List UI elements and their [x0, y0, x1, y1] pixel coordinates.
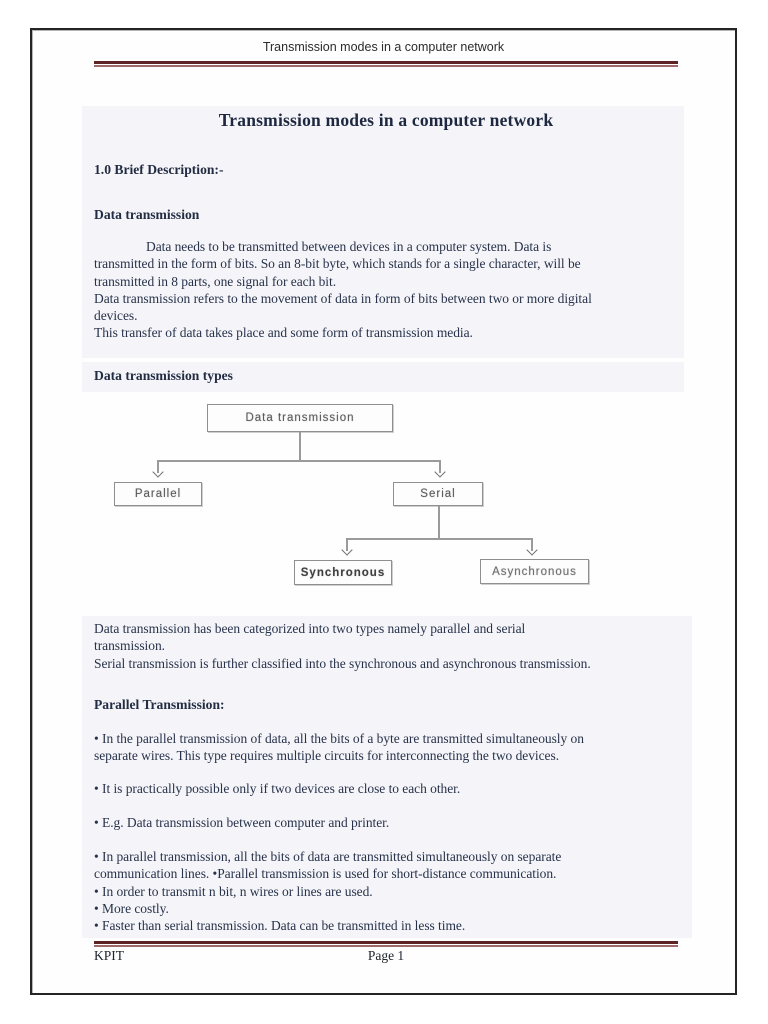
paragraph-line: transmitted in 8 parts, one signal for e… — [94, 273, 337, 289]
bullet-line: • E.g. Data transmission between compute… — [94, 815, 390, 830]
footer-rule — [94, 941, 678, 947]
background-tint — [82, 616, 692, 938]
footer-rule-thin-line — [94, 945, 678, 947]
paragraph-line: Data transmission has been categorized i… — [94, 621, 526, 636]
paragraph-data-transmission: Data needs to be transmitted between dev… — [94, 238, 684, 342]
arrow-down-icon — [341, 544, 353, 556]
footer-company: KPIT — [94, 948, 124, 963]
background-tint — [82, 362, 684, 392]
document-page: Transmission modes in a computer network… — [30, 28, 737, 995]
heading-data-transmission: Data transmission — [94, 207, 200, 222]
header-rule-thin-line — [94, 65, 678, 67]
footer-page-number: Page 1 — [367, 948, 405, 963]
header-rule — [94, 61, 678, 67]
transmission-types-diagram: Data transmission Parallel Serial — [112, 402, 592, 600]
section-heading: 1.0 Brief Description:- — [94, 162, 224, 177]
paragraph-line: transmitted in the form of bits. So an 8… — [94, 256, 581, 272]
arrow-down-icon — [434, 466, 446, 478]
diagram-connector — [438, 506, 440, 538]
paragraph-line: devices. — [94, 308, 138, 324]
heading-parallel-transmission: Parallel Transmission: — [94, 697, 225, 712]
bullet-item-3: • E.g. Data transmission between compute… — [94, 814, 684, 831]
paragraph-categorization: Data transmission has been categorized i… — [94, 620, 684, 672]
bullet-line: communication lines. •Parallel transmiss… — [94, 866, 557, 882]
footer-rule-thick-line — [94, 941, 678, 944]
bullet-item-1: • In the parallel transmission of data, … — [94, 730, 684, 765]
arrow-down-icon — [152, 466, 164, 478]
paragraph-line: transmission. — [94, 638, 165, 654]
diagram-node-parallel: Parallel — [114, 482, 202, 506]
diagram-connector — [346, 538, 532, 540]
bullet-line: • More costly. — [94, 900, 169, 916]
diagram-node-synchronous: Synchronous — [294, 560, 392, 585]
diagram-node-data-transmission: Data transmission — [207, 404, 393, 432]
bullet-group-parallel-facts: • In parallel transmission, all the bits… — [94, 848, 684, 934]
paragraph-line: Serial transmission is further classifie… — [94, 655, 591, 671]
paragraph-line: This transfer of data takes place and so… — [94, 325, 473, 341]
diagram-connector — [157, 460, 440, 462]
document-title: Transmission modes in a computer network — [218, 110, 554, 130]
diagram-connector — [531, 538, 533, 551]
heading-transmission-types: Data transmission types — [94, 368, 233, 383]
bullet-item-2: • It is practically possible only if two… — [94, 780, 684, 797]
diagram-node-asynchronous: Asynchronous — [480, 559, 589, 584]
header-rule-thick-line — [94, 61, 678, 64]
arrow-down-icon — [526, 544, 538, 556]
diagram-connector — [439, 460, 441, 473]
paragraph-line: Data transmission refers to the movement… — [94, 290, 592, 306]
diagram-connector — [346, 538, 348, 551]
diagram-node-serial: Serial — [393, 482, 483, 506]
paragraph-line: Data needs to be transmitted between dev… — [146, 239, 552, 254]
page-header-title: Transmission modes in a computer network — [262, 40, 505, 54]
bullet-line: • In parallel transmission, all the bits… — [94, 849, 562, 864]
background-tint — [82, 106, 684, 358]
bullet-line: • It is practically possible only if two… — [94, 781, 461, 796]
diagram-connector — [157, 460, 159, 473]
bullet-line: • Faster than serial transmission. Data … — [94, 918, 466, 934]
bullet-line: • In the parallel transmission of data, … — [94, 731, 584, 746]
bullet-line: separate wires. This type requires multi… — [94, 748, 560, 764]
bullet-line: • In order to transmit n bit, n wires or… — [94, 883, 373, 899]
diagram-connector — [299, 432, 301, 460]
